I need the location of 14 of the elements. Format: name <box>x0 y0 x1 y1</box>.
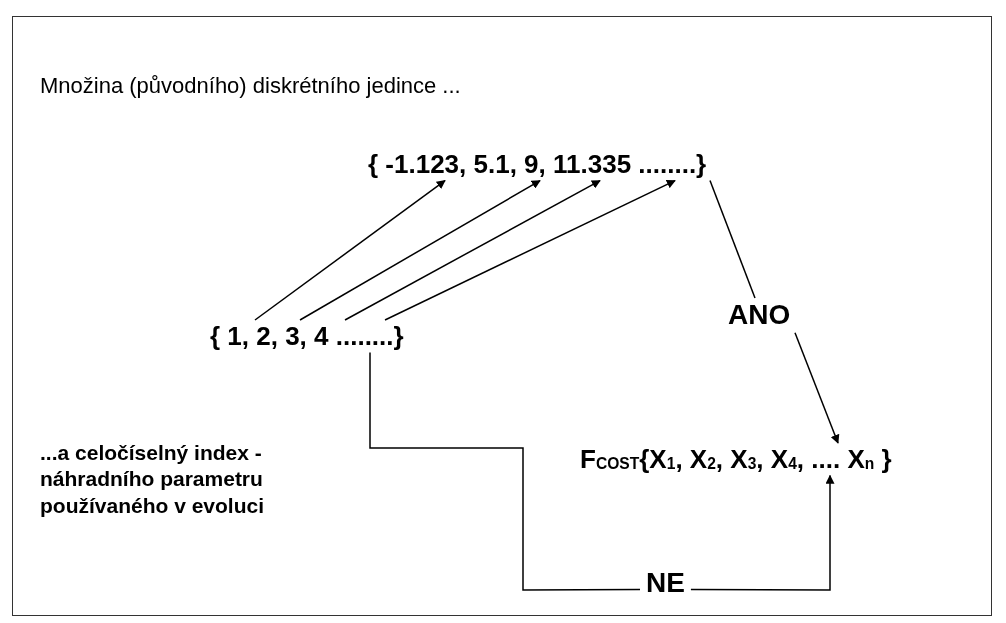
arrow <box>344 179 601 321</box>
arrow <box>384 179 676 321</box>
note-text: ...a celočíselný index - náhradního parametru používaného v evoluci <box>40 440 266 519</box>
number-set: { -1.123, 5.1, 9, 11.335 ........} <box>368 150 707 179</box>
connector-line <box>709 179 756 299</box>
no-label: NE <box>646 568 685 599</box>
index-set: { 1, 2, 3, 4 ........} <box>210 322 404 351</box>
arrow <box>299 179 541 321</box>
connector-line <box>369 351 641 591</box>
arrow <box>254 179 446 321</box>
heading-text: Množina (původního) diskrétního jedince ... <box>40 72 462 100</box>
arrow <box>794 332 840 444</box>
arrow <box>690 474 835 591</box>
yes-label: ANO <box>728 300 791 331</box>
